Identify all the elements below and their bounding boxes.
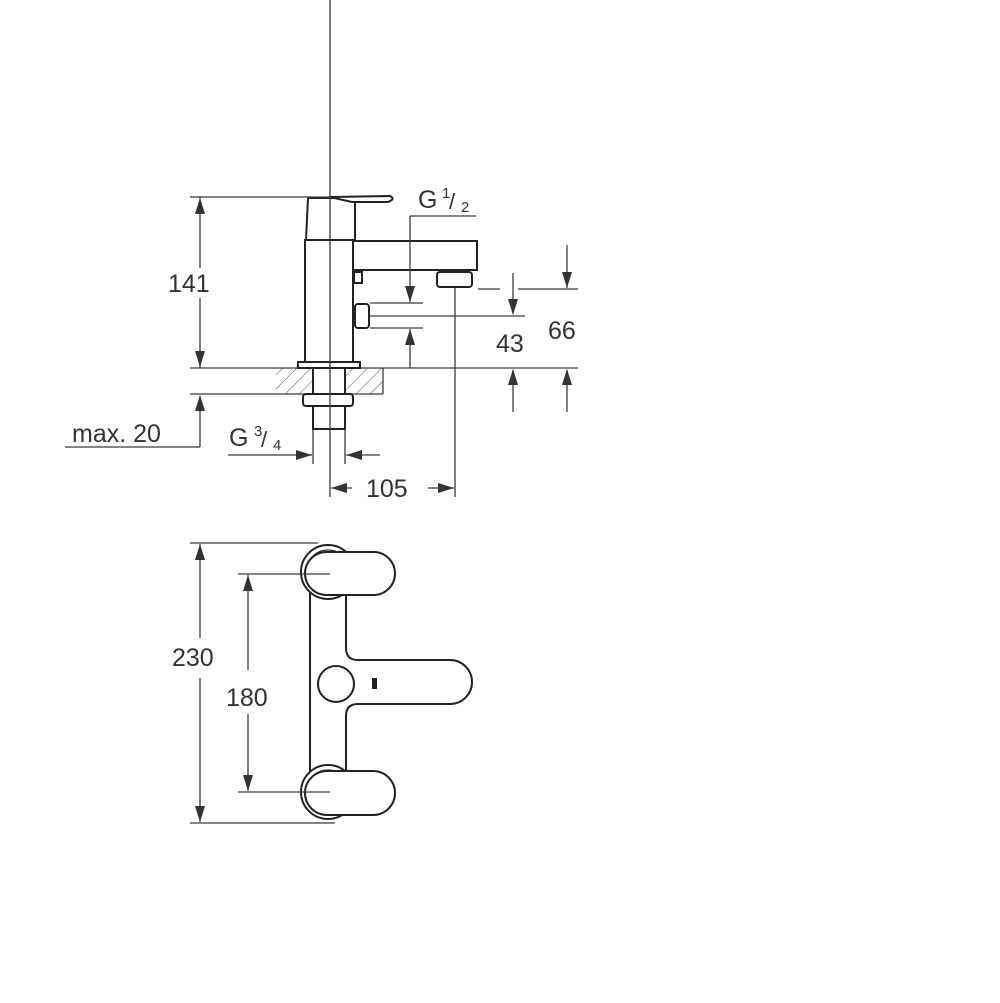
hand-spray-connection [354, 303, 370, 329]
dim-43-label: 43 [496, 330, 524, 358]
top-view: 230 180 [172, 542, 473, 824]
nut [302, 393, 354, 407]
svg-text:G: G [229, 424, 248, 452]
inlet-connector [312, 405, 346, 430]
svg-text:4: 4 [273, 437, 281, 454]
spout-hole [317, 665, 355, 703]
faucet-body [297, 194, 478, 430]
svg-text:3: 3 [254, 423, 262, 440]
dim-66-label: 66 [548, 317, 576, 345]
spout [352, 240, 478, 271]
handle-top [300, 544, 396, 600]
svg-text:2: 2 [461, 199, 469, 216]
inlet-thread-label: G 3 / 4 [229, 423, 281, 454]
dim-230-label: 230 [172, 644, 214, 672]
body-column [304, 239, 354, 363]
svg-text:/: / [261, 427, 268, 452]
dim-141-label: 141 [168, 270, 210, 298]
svg-text:G: G [418, 186, 437, 214]
dim-180-label: 180 [226, 684, 268, 712]
side-view: 141 G 1 / 2 43 66 max. 20 [65, 0, 578, 503]
deck-thickness-label: max. 20 [72, 420, 161, 448]
plate [309, 589, 473, 776]
aerator [436, 271, 473, 288]
lever [329, 194, 394, 203]
outlet-thread-label: G 1 / 2 [418, 185, 469, 216]
dim-105-label: 105 [366, 475, 408, 503]
svg-text:1: 1 [442, 185, 450, 202]
aerator-mark [372, 678, 377, 689]
svg-text:/: / [449, 189, 456, 214]
